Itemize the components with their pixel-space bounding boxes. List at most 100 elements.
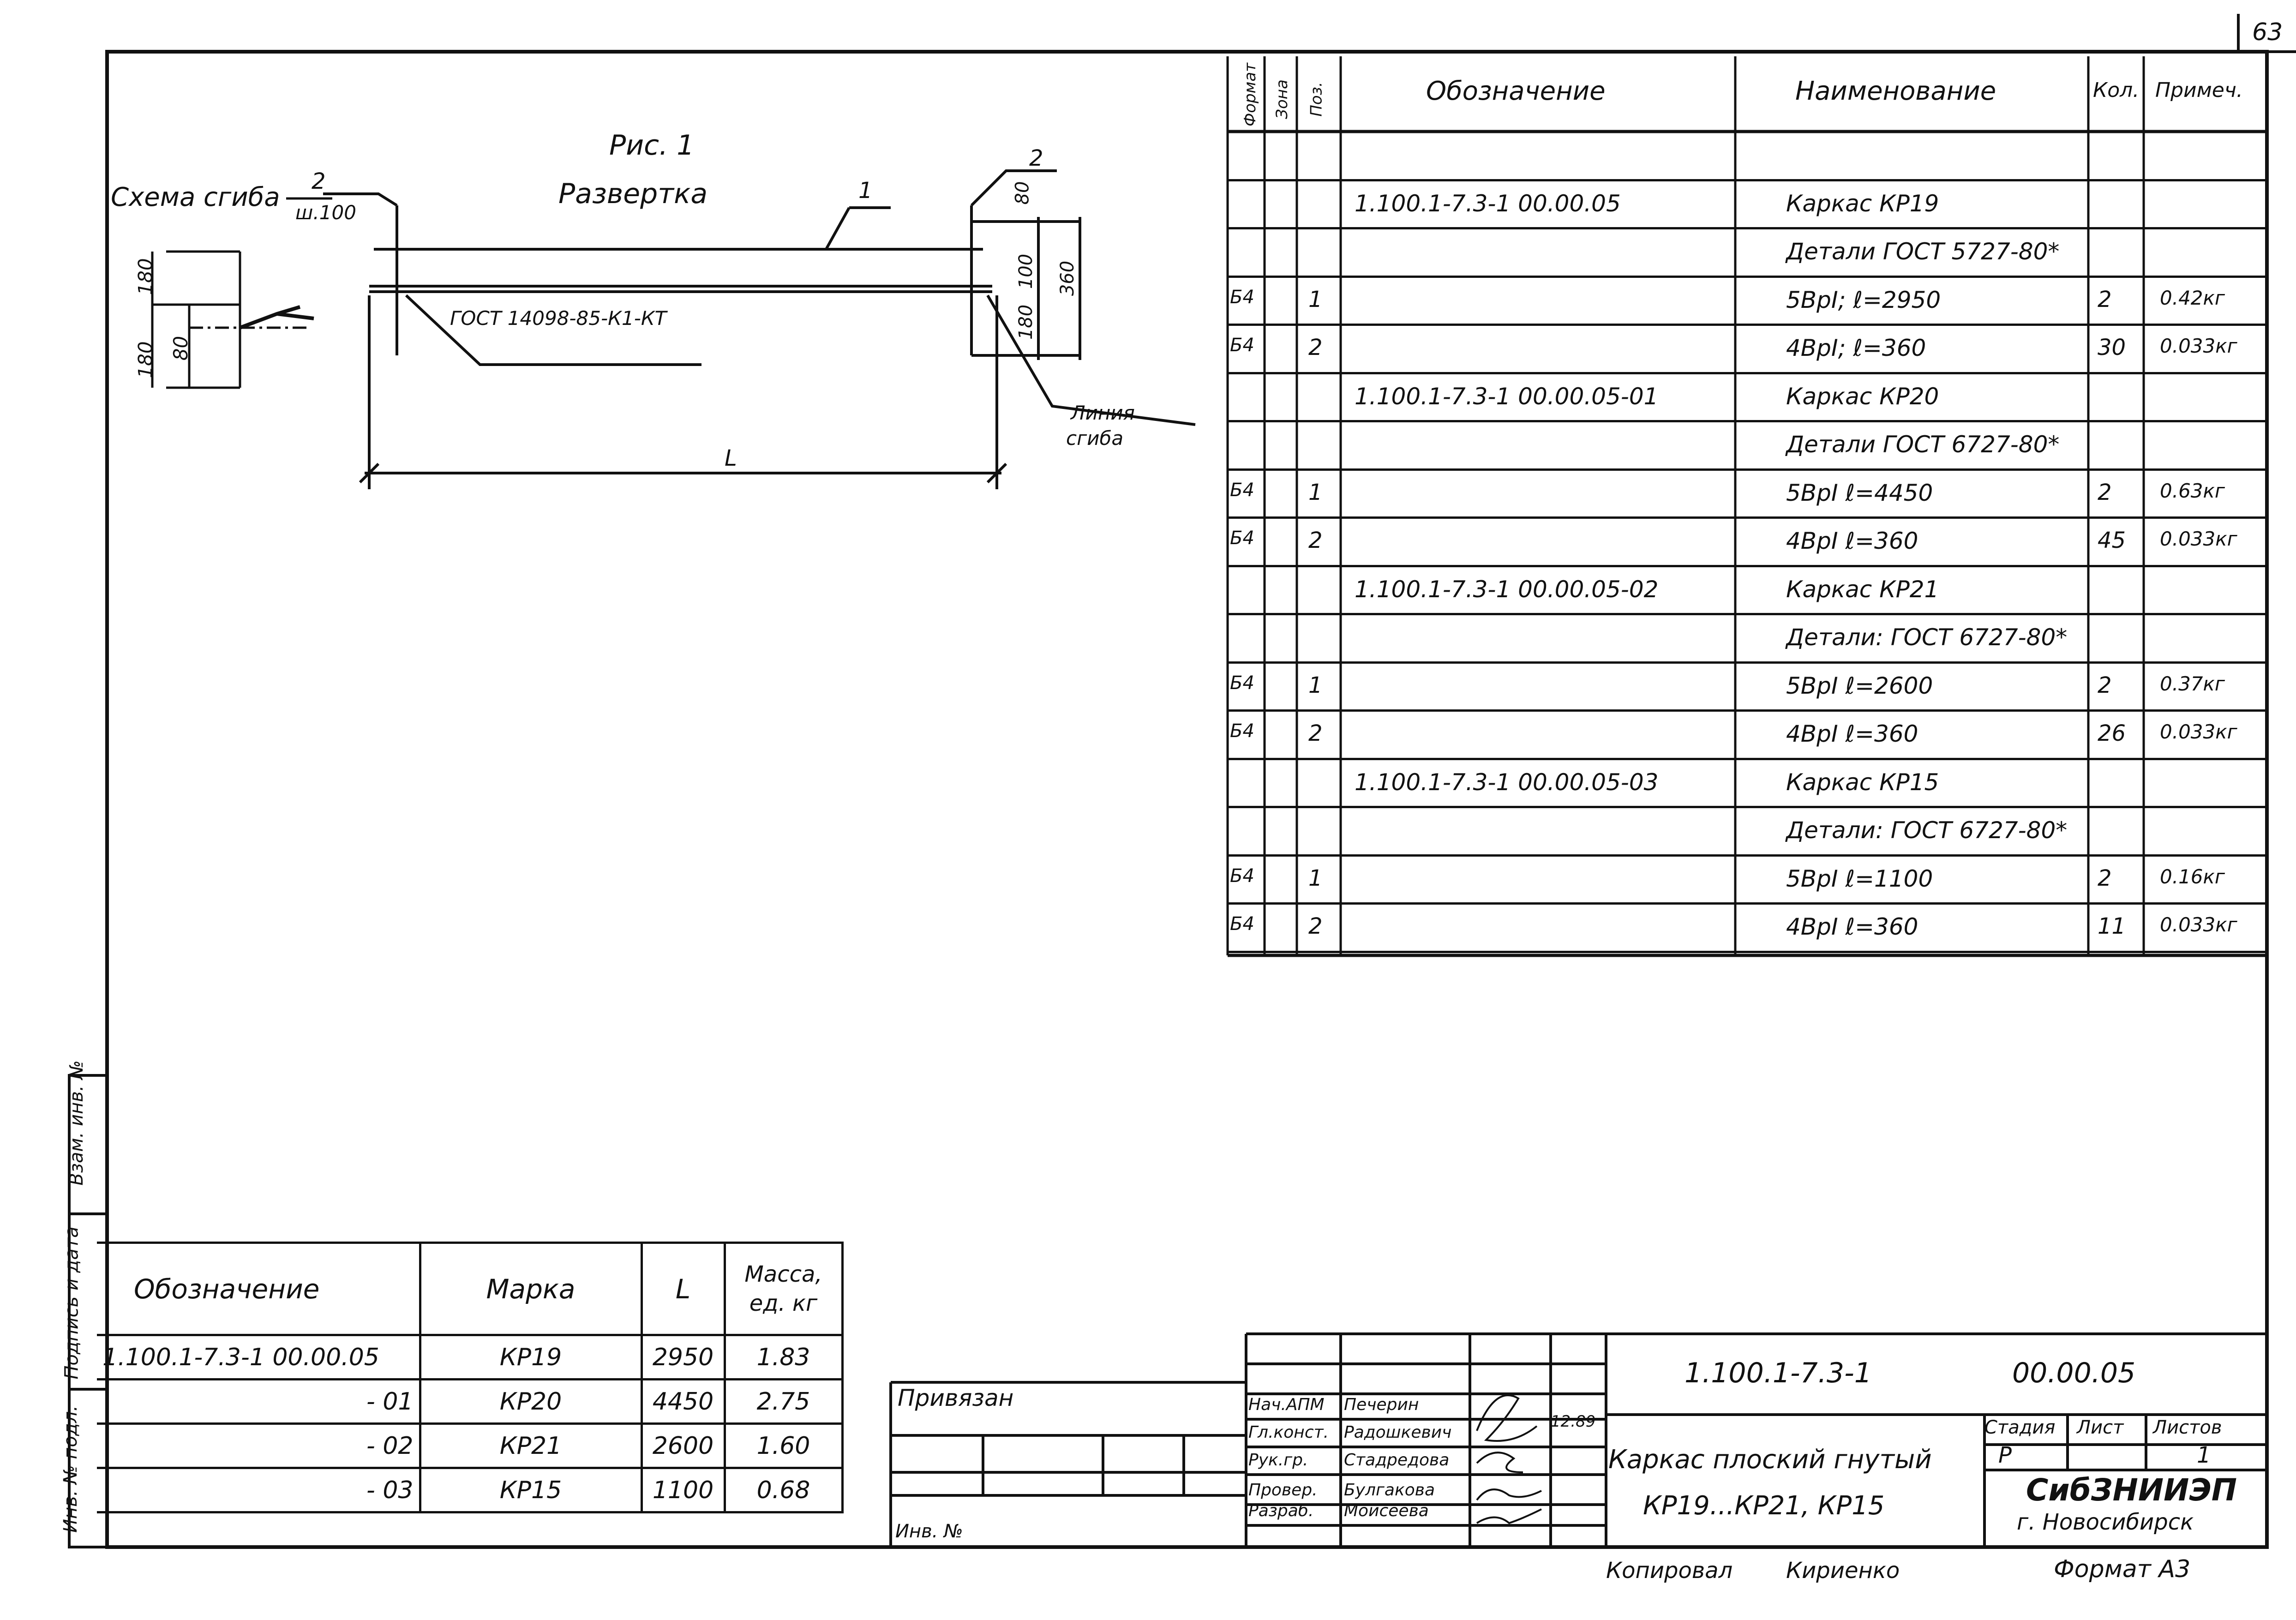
spec-cell-name: 4ВрI ℓ=360 [1786, 720, 1918, 747]
bend-line-label-1: Линия [1071, 402, 1135, 424]
spec-row-divider [1228, 661, 2267, 664]
bend-scheme-label: Схема сгиба [111, 182, 280, 212]
spec-cell-name: 5ВрI; ℓ=2950 [1786, 286, 1941, 313]
spec-cell-name: Каркас КР20 [1786, 383, 1939, 410]
dim-360: 360 [1057, 260, 1079, 296]
bend-line-label-2: сгиба [1066, 427, 1124, 450]
spec-cell-name: Каркас КР15 [1786, 768, 1939, 796]
spec-row-divider [1228, 854, 2267, 857]
title-role: Провер. [1248, 1481, 1318, 1500]
variants-cell-designation: - 02 [97, 1422, 421, 1469]
variants-cell-length: 2600 [640, 1422, 726, 1469]
title-role: Нач.АПМ [1248, 1395, 1325, 1414]
spec-row-divider [1228, 902, 2267, 905]
spec-cell-note: 0.033кг [2160, 528, 2237, 550]
spec-cell-designation: 1.100.1-7.3-1 00.00.05-01 [1355, 383, 1659, 410]
callout-2: 2 [1029, 145, 1043, 171]
spec-cell-note: 0.033кг [2160, 335, 2237, 357]
org-name: СибЗНИИЭП [2026, 1472, 2237, 1508]
spec-row-divider [1228, 179, 2267, 181]
spec-cell-format: Б4 [1230, 479, 1254, 501]
spec-cell-qty: 2 [2098, 865, 2112, 891]
spec-cell-pos: 1 [1308, 479, 1323, 505]
spec-cell-qty: 2 [2098, 286, 2112, 312]
title-person: Радошкевич [1344, 1423, 1452, 1442]
bend-callout-spacing: ш.100 [295, 201, 356, 224]
spec-cell-name: 4ВрI ℓ=360 [1786, 913, 1918, 940]
spec-table-lines [1226, 56, 2267, 957]
spec-row-divider [1228, 757, 2267, 760]
spec-cell-name: 4ВрI; ℓ=360 [1786, 335, 1926, 361]
spec-cell-qty: 30 [2098, 335, 2126, 360]
signature-marks [1476, 1394, 1542, 1524]
spec-cell-name: Детали ГОСТ 5727-80* [1786, 238, 2060, 265]
spec-cell-note: 0.16кг [2160, 865, 2225, 888]
org-city: г. Новосибирск [2017, 1509, 2194, 1535]
spec-cell-name: Каркас КР19 [1786, 190, 1939, 217]
stamp-replace-inv: Взам. инв. № [66, 1060, 87, 1186]
title-line-2: КР19...КР21, КР15 [1643, 1491, 1885, 1521]
spec-row-divider [1228, 275, 2267, 278]
sheet-label: Лист [2077, 1417, 2124, 1438]
spec-row-divider [1228, 516, 2267, 519]
spec-cell-name: Детали: ГОСТ 6727-80* [1786, 624, 2068, 651]
spec-row-divider [1228, 709, 2267, 712]
figure-subtitle: Развертка [558, 178, 708, 210]
spec-cell-name: 5ВрI ℓ=4450 [1786, 479, 1933, 506]
spec-cell-format: Б4 [1230, 913, 1254, 935]
title-role: Гл.конст. [1248, 1423, 1329, 1442]
stamp-signature-date: Подпись и дата [61, 1226, 83, 1380]
variants-header-designation: Обозначение [97, 1242, 421, 1336]
spec-cell-pos: 1 [1308, 865, 1323, 891]
spec-cell-name: Каркас КР21 [1786, 576, 1939, 603]
spec-cell-note: 0.033кг [2160, 913, 2237, 936]
spec-header-zone: Зона [1272, 79, 1291, 119]
spec-header-pos: Поз. [1307, 82, 1326, 117]
spec-header-name: Наименование [1795, 76, 1996, 106]
stage-label: Стадия [1984, 1417, 2056, 1438]
spec-row-divider [1228, 613, 2267, 615]
spec-cell-pos: 1 [1308, 672, 1323, 698]
variants-cell-designation: - 01 [97, 1378, 421, 1425]
title-person: Булгакова [1344, 1481, 1435, 1500]
title-role: Разраб. [1248, 1501, 1314, 1520]
binding-label: Привязан [898, 1385, 1014, 1411]
variants-cell-mark: КР21 [419, 1422, 643, 1469]
title-person: Моисеева [1344, 1501, 1429, 1520]
copied-label: Копировал [1606, 1558, 1733, 1584]
title-date: 12.89 [1551, 1412, 1596, 1431]
spec-cell-qty: 2 [2098, 479, 2112, 505]
spec-cell-format: Б4 [1230, 720, 1254, 742]
spec-cell-designation: 1.100.1-7.3-1 00.00.05 [1355, 190, 1621, 217]
spec-cell-format: Б4 [1230, 672, 1254, 694]
variants-cell-length: 2950 [640, 1334, 726, 1380]
format-label: Формат А3 [2054, 1555, 2191, 1583]
variants-cell-mark: КР20 [419, 1378, 643, 1425]
spec-row-divider [1228, 806, 2267, 808]
spec-row-divider [1228, 227, 2267, 229]
spec-row-divider [1228, 324, 2267, 326]
title-block-lines [889, 1332, 2267, 1547]
copied-name: Кириенко [1786, 1558, 1900, 1584]
doc-code: 1.100.1-7.3-1 [1685, 1357, 1872, 1389]
spec-cell-qty: 45 [2098, 528, 2126, 553]
sheets-label: Листов [2153, 1417, 2222, 1438]
dim-80-left: 80 [169, 336, 192, 361]
spec-cell-note: 0.42кг [2160, 286, 2225, 309]
variants-cell-mark: КР15 [419, 1467, 643, 1513]
spec-header-qty: Кол. [2093, 78, 2140, 102]
spec-header-designation: Обозначение [1426, 76, 1606, 106]
variants-cell-mass: 2.75 [723, 1378, 844, 1425]
stage-value: Р [1998, 1442, 2012, 1468]
spec-cell-note: 0.033кг [2160, 720, 2237, 743]
figure-title: Рис. 1 [609, 129, 695, 162]
sheet-frame [105, 50, 2269, 1549]
variants-cell-length: 1100 [640, 1467, 726, 1513]
spec-row-divider [1228, 564, 2267, 567]
variants-cell-mass: 1.83 [723, 1334, 844, 1380]
spec-cell-name: 5ВрI ℓ=1100 [1786, 865, 1933, 892]
